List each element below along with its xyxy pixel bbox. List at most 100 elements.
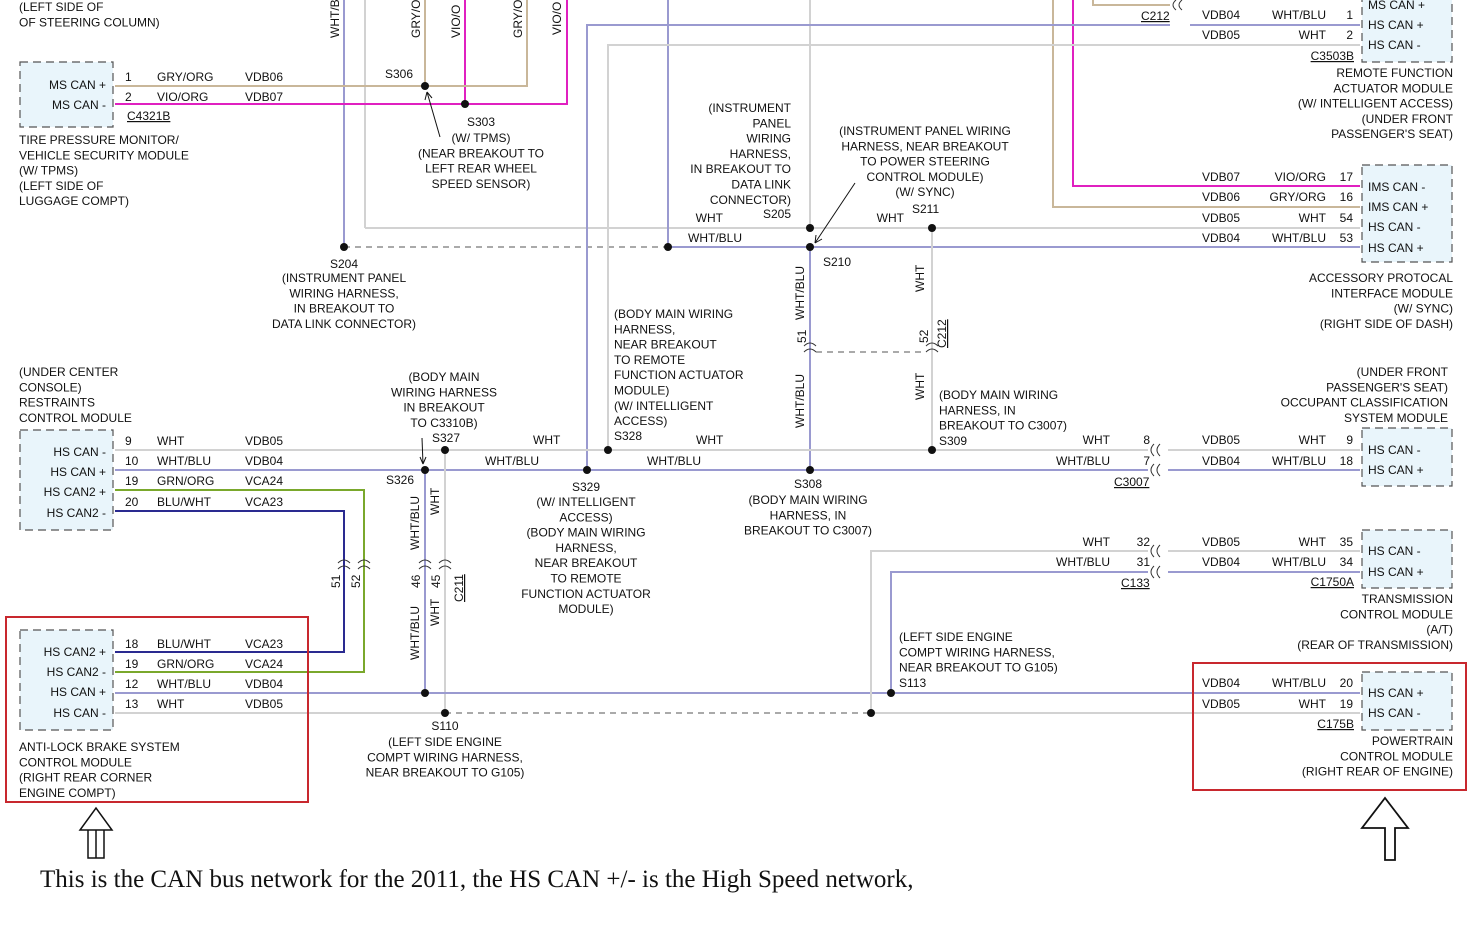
apim-wire-color: WHT (1299, 211, 1327, 225)
splice-s204b (664, 243, 672, 251)
c211-connector: C211 (452, 574, 466, 602)
ocs-desc: OCCUPANT CLASSIFICATION (1281, 396, 1448, 410)
apim-module-box (1361, 164, 1453, 263)
splice-label: S210 (823, 255, 851, 269)
restraints-wire-color: WHT/BLU (157, 454, 211, 468)
pcm-pin: HS CAN + (1368, 686, 1424, 700)
splice-s329 (583, 466, 591, 474)
wire-color-label: WHT (428, 598, 442, 626)
abs-pin-number: 13 (125, 697, 139, 711)
splice-s309 (928, 446, 936, 454)
abs-pin-number: 19 (125, 657, 139, 671)
tcm-inline-connector: C133 (1121, 576, 1150, 590)
tpms-desc: LUGGAGE COMPT) (19, 194, 129, 208)
splice-note: (INSTRUMENT PANEL (282, 271, 407, 285)
splice-note: (INSTRUMENT PANEL WIRING (839, 124, 1011, 138)
wire-color-label: WHT/BLU (408, 496, 422, 550)
splice-label: S326 (386, 473, 414, 487)
abs-circuit: VDB04 (245, 677, 283, 691)
pcm-pin: HS CAN - (1368, 706, 1421, 720)
splice-note: WIRING (746, 132, 791, 146)
rfa-pin: HS CAN + (1368, 18, 1424, 32)
abs-pin-number: 12 (125, 677, 139, 691)
abs-wire-color: GRN/ORG (157, 657, 214, 671)
tpms-desc: (W/ TPMS) (19, 164, 78, 178)
ocs-inline-color: WHT/BLU (1056, 454, 1110, 468)
wire-vio-org-apim (1072, 0, 1360, 187)
splice-label: S110 (431, 719, 458, 733)
ocs-wire-color: WHT (1299, 433, 1327, 447)
splice-note: TO REMOTE (614, 353, 685, 367)
restraints-circuit: VCA24 (245, 474, 283, 488)
pcm-pin-number: 19 (1340, 697, 1354, 711)
steering-note: (LEFT SIDE OF (19, 0, 103, 14)
ocs-module-box (1361, 427, 1453, 487)
tcm-wire-color: WHT (1299, 535, 1327, 549)
tcm-inline-color: WHT/BLU (1056, 555, 1110, 569)
splice-note: MODULE) (558, 602, 613, 616)
splice-note: IN BREAKOUT TO (690, 162, 791, 176)
abs-pin: HS CAN2 + (44, 645, 106, 659)
splice-note: HARNESS, (555, 541, 616, 555)
ocs-inline-pin: 7 (1143, 454, 1150, 468)
rfa-desc: (UNDER FRONT (1362, 112, 1454, 126)
abs-pin: HS CAN2 - (47, 665, 106, 679)
ocs-pin: HS CAN - (1368, 443, 1421, 457)
top-wire-color: WHT/B (328, 0, 342, 38)
restraints-wire-color: WHT (157, 434, 185, 448)
rfa-pin: MS CAN + (1368, 0, 1425, 12)
tpms-desc: (LEFT SIDE OF (19, 179, 103, 193)
restraints-circuit: VCA23 (245, 495, 283, 509)
rfa-desc: ACTUATOR MODULE (1333, 81, 1453, 95)
splice-note: NEAR BREAKOUT (614, 338, 717, 352)
tpms-pin-number: 2 (125, 90, 132, 104)
up-arrow-left (78, 806, 114, 859)
splice-note: TO C3310B) (410, 416, 477, 430)
c212-connector: C212 (935, 319, 949, 348)
wire-color-label: WHT (877, 211, 905, 225)
rfa-module-box (1361, 0, 1453, 63)
tcm-connector: C1750A (1311, 575, 1354, 589)
splice-note: ACCESS) (614, 414, 667, 428)
tcm-pin-number: 35 (1340, 535, 1354, 549)
splice-dots (340, 82, 936, 717)
wire-color-label: WHT (913, 372, 927, 400)
restraints-pin: HS CAN - (53, 445, 106, 459)
wire-color-label: WHT/BLU (793, 374, 807, 428)
tpms-pin-number: 1 (125, 70, 132, 84)
ocs-circuit: VDB05 (1202, 433, 1240, 447)
ocs-inline-connector: C3007 (1114, 475, 1150, 489)
splice-s327 (441, 446, 449, 454)
abs-pin-number: 18 (125, 637, 139, 651)
abs-desc: (RIGHT REAR CORNER (19, 771, 152, 785)
splice-note: NEAR BREAKOUT TO G105) (366, 766, 525, 780)
tpms-module-box (19, 61, 114, 128)
ocs-circuit: VDB04 (1202, 454, 1240, 468)
splice-label: S204 (330, 257, 358, 271)
splice-note: WIRING HARNESS, (289, 286, 398, 300)
abs-pin: HS CAN - (53, 706, 106, 720)
pcm-circuit: VDB05 (1202, 697, 1240, 711)
tpms-desc: TIRE PRESSURE MONITOR/ (19, 133, 179, 147)
apim-desc: (W/ SYNC) (1394, 302, 1453, 316)
splice-s113b (867, 709, 875, 717)
apim-pin: HS CAN - (1368, 220, 1421, 234)
top-wire-color: GRY/O (511, 0, 525, 38)
splice-note: LEFT REAR WHEEL (425, 162, 537, 176)
wire-grn-org-can2 (115, 489, 365, 673)
splice-note: COMPT WIRING HARNESS, (367, 750, 523, 764)
abs-circuit: VCA23 (245, 637, 283, 651)
wire-color-label: WHT/BLU (793, 266, 807, 320)
tpms-desc: VEHICLE SECURITY MODULE (19, 148, 189, 162)
splice-note: (W/ TPMS) (451, 131, 510, 145)
tpms-pin: MS CAN + (49, 78, 106, 92)
splice-note: HARNESS, NEAR BREAKOUT (841, 139, 1009, 153)
splice-note: HARNESS, (614, 322, 675, 336)
tcm-desc: (A/T) (1426, 623, 1453, 637)
splice-note: IN BREAKOUT (403, 401, 485, 415)
pcm-module-box (1361, 671, 1453, 731)
rfa-desc: PASSENGER'S SEAT) (1331, 127, 1453, 141)
abs-wire-color: WHT/BLU (157, 677, 211, 691)
wire-color-label: WHT/BLU (688, 231, 742, 245)
